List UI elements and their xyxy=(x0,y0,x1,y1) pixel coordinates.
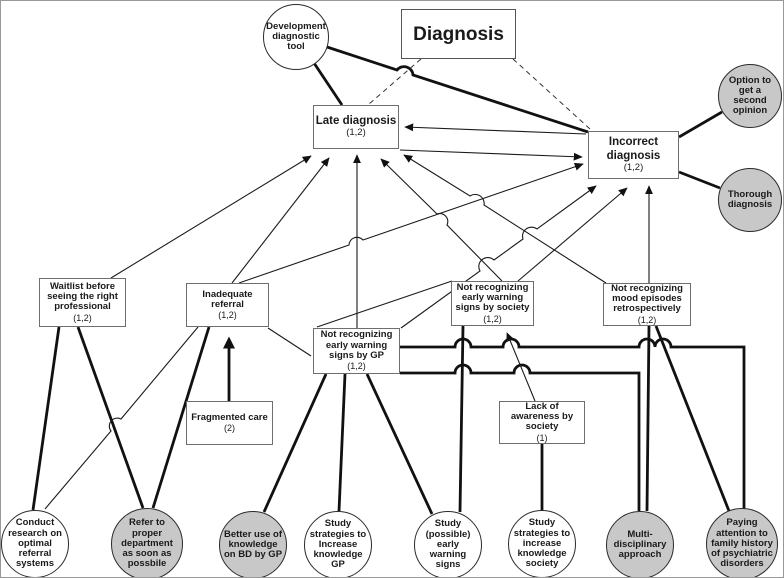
node-citation: (1) xyxy=(536,432,548,443)
node-label: Lack of awareness by society xyxy=(510,400,574,433)
node-label: Inadequate referral xyxy=(202,288,253,310)
edge-society-late xyxy=(380,158,503,282)
edge-late-incorrect xyxy=(399,149,583,161)
node-citation: (1,2) xyxy=(73,312,92,323)
edge-devtool-late xyxy=(312,62,344,106)
node-not-recognizing-mood-episodes: Not recognizing mood episodes retrospect… xyxy=(603,283,691,326)
node-citation: (1,2) xyxy=(346,127,366,139)
node-label: Multi-disciplinary approach xyxy=(613,528,667,561)
node-not-recognizing-society: Not recognizing early warning signs by s… xyxy=(451,281,534,326)
node-label: Study strategies to increase knowledge s… xyxy=(513,517,571,570)
node-inadequate-referral: Inadequate referral (1,2) xyxy=(186,283,269,327)
node-label: Study strategies to Increase knowledge G… xyxy=(309,518,367,571)
node-refer-proper-department: Refer to proper department as soon as po… xyxy=(111,508,183,577)
node-label: Fragmented care xyxy=(191,411,268,423)
node-not-recognizing-gp: Not recognizing early warning signs by G… xyxy=(313,328,400,374)
edge-conduct-waitlist xyxy=(31,326,61,511)
edge-conduct-inadequate xyxy=(44,326,199,510)
edge-refer-waitlist xyxy=(76,326,145,509)
edge-waitlist-late xyxy=(110,155,312,279)
node-label: Waitlist before seeing the right profess… xyxy=(47,280,118,313)
diagnosis-title-label: Diagnosis xyxy=(413,23,504,45)
node-option-second-opinion: Option to get a second opinion xyxy=(718,64,782,128)
edge-inadequate-incorrect xyxy=(238,162,584,284)
node-citation: (1,2) xyxy=(347,361,366,372)
node-waitlist: Waitlist before seeing the right profess… xyxy=(39,278,126,327)
edge-refer-inadequate xyxy=(151,326,211,509)
edge-better-gp xyxy=(262,373,328,513)
edge-diagnosis-late xyxy=(368,58,422,105)
node-label: Thorough diagnosis xyxy=(727,188,773,210)
node-diagnosis-title: Diagnosis xyxy=(401,9,516,59)
node-late-diagnosis: Late diagnosis (1,2) xyxy=(313,105,399,149)
node-fragmented-care: Fragmented care (2) xyxy=(186,401,273,445)
node-paying-attention-family-history: Paying attention to family history of ps… xyxy=(706,508,778,577)
node-citation: (1,2) xyxy=(623,161,644,173)
edge-secondopinion-incorrect xyxy=(678,110,723,139)
node-label: Not recognizing mood episodes retrospect… xyxy=(611,282,683,315)
edge-devtool-incorrect xyxy=(326,45,589,134)
edge-inadequate-late xyxy=(231,157,330,284)
node-label: Not recognizing early warning signs by s… xyxy=(455,281,530,314)
node-citation: (1,2) xyxy=(218,310,237,321)
edge-studyearly-gp xyxy=(365,373,434,515)
edge-inadequate-gp xyxy=(267,327,312,357)
node-study-early-warning-signs: Study (possible) early warning signs xyxy=(414,511,482,577)
edge-lack-society xyxy=(506,332,536,402)
node-incorrect-diagnosis: Incorrect diagnosis (1,2) xyxy=(588,131,679,179)
edge-gp-society xyxy=(316,280,453,328)
node-development-diagnostic-tool: Development diagnostic tool xyxy=(263,4,329,70)
edge-incorrect-late xyxy=(404,123,587,135)
edge-multi-gp xyxy=(400,363,641,511)
node-better-use-knowledge: Better use of knowledge on BD by GP xyxy=(219,511,287,577)
edge-multi-mood xyxy=(645,325,651,512)
edge-thorough-incorrect xyxy=(678,170,721,190)
node-label: Late diagnosis xyxy=(315,114,397,127)
node-label: Not recognizing early warning signs by G… xyxy=(320,329,393,361)
edge-studygp-gp xyxy=(337,373,347,512)
node-study-strategies-gp: Study strategies to Increase knowledge G… xyxy=(304,511,372,577)
edge-paying-mood xyxy=(654,325,731,512)
edge-society-incorrect xyxy=(517,187,628,282)
edge-diagnosis-incorrect xyxy=(512,58,591,130)
edge-studyearly-society xyxy=(458,325,465,513)
node-label: Better use of knowledge on BD by GP xyxy=(223,528,283,561)
node-label: Option to get a second opinion xyxy=(728,74,772,117)
node-label: Paying attention to family history of ps… xyxy=(711,517,773,570)
node-label: Conduct research on optimal referral sys… xyxy=(8,517,62,570)
node-citation: (1,2) xyxy=(483,313,502,324)
edge-mood-late xyxy=(403,154,607,284)
node-lack-of-awareness: Lack of awareness by society (1) xyxy=(499,401,585,444)
node-citation: (2) xyxy=(224,422,235,433)
node-label: Study (possible) early warning signs xyxy=(425,518,471,571)
edge-gp-incorrect xyxy=(400,185,597,329)
node-label: Incorrect diagnosis xyxy=(606,136,661,162)
node-thorough-diagnosis: Thorough diagnosis xyxy=(718,168,782,232)
node-conduct-research: Conduct research on optimal referral sys… xyxy=(1,510,69,577)
node-multidisciplinary-approach: Multi-disciplinary approach xyxy=(606,511,674,577)
node-study-strategies-society: Study strategies to increase knowledge s… xyxy=(508,510,576,577)
node-label: Development diagnostic tool xyxy=(266,20,326,53)
node-label: Refer to proper department as soon as po… xyxy=(121,517,173,570)
node-citation: (1,2) xyxy=(637,314,657,325)
